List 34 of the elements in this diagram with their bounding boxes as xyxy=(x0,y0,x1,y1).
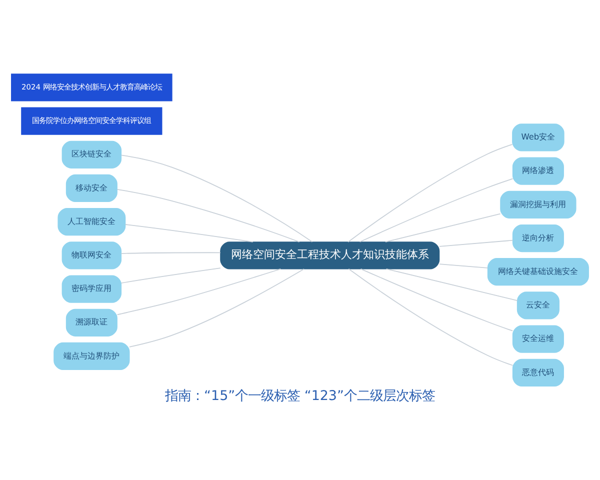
connector xyxy=(385,212,501,242)
connector xyxy=(116,188,300,242)
connector xyxy=(116,268,282,315)
node-box: 漏洞挖掘与利用 xyxy=(500,190,576,218)
connector xyxy=(439,263,488,268)
node-box: 网络渗透 xyxy=(512,156,564,184)
connector xyxy=(439,239,514,246)
connector xyxy=(386,268,518,301)
node-box: 人工智能安全 xyxy=(58,208,126,236)
connector xyxy=(348,268,514,366)
node-box: 逆向分析 xyxy=(512,224,564,252)
node-box: 云安全 xyxy=(516,291,560,319)
label: 2024 网络安全技术创新与人才教育高峰论坛 xyxy=(22,82,162,91)
connector xyxy=(120,154,313,242)
node-box: 密码学应用 xyxy=(62,274,122,302)
connector xyxy=(360,268,514,331)
connector xyxy=(124,224,254,242)
node-box: 网络关键基础设施安全 xyxy=(487,258,589,286)
node-box: 物联网安全 xyxy=(62,241,122,269)
node-box: 溯源取证 xyxy=(66,308,118,336)
caption: 指南：“15”个一级标签 “123”个二级层次标签 xyxy=(165,388,435,404)
node-box: 端点与边界防护 xyxy=(54,342,130,370)
node-box: Web安全 xyxy=(512,123,564,151)
connector xyxy=(359,178,514,242)
connector xyxy=(120,267,221,283)
connector xyxy=(348,144,513,242)
node-box: 安全运维 xyxy=(512,324,564,352)
connector xyxy=(129,268,304,347)
node-box: 区块链安全 xyxy=(62,140,122,168)
node-box: 移动安全 xyxy=(66,174,118,202)
connector xyxy=(120,252,221,254)
node-box: 恶意代码 xyxy=(512,358,564,386)
node-box: 网络空间安全工程技术人才知识技能体系 xyxy=(220,241,440,269)
label: 国务院学位办网络空间安全学科评议组 xyxy=(32,115,152,124)
